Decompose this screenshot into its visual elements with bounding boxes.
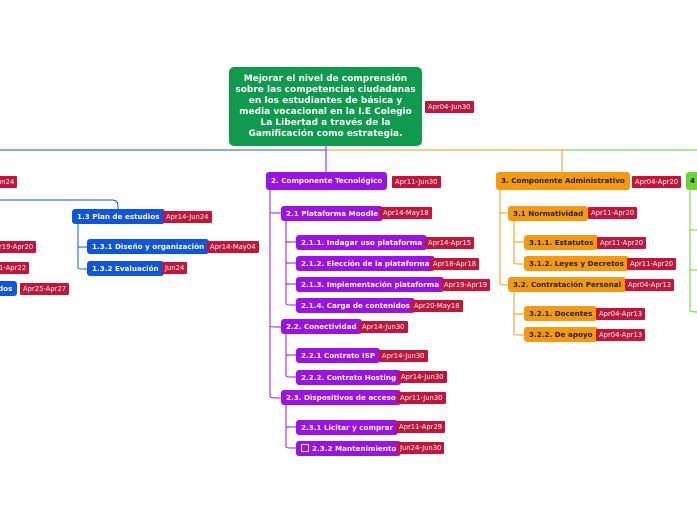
left-date-tag-b: 1-Apr22	[0, 262, 30, 274]
node-evaluacion[interactable]: 1.3.2 Evaluación	[87, 261, 164, 276]
left-date-tag-a: r19-Apr20	[0, 241, 37, 253]
node-plataforma-moodle[interactable]: 2.1 Plataforma Moodle	[281, 206, 384, 221]
date-leyes-decretos: Apr11-Apr20	[627, 258, 677, 270]
date-de-apoyo: Apr04-Apr13	[596, 329, 646, 341]
date-estatutos: Apr11-Apr20	[597, 237, 647, 249]
node-de-apoyo[interactable]: 3.2.2. De apoyo	[524, 327, 598, 342]
node-implementacion-plataforma[interactable]: 2.1.3. Implementación plataforma	[296, 277, 445, 292]
node-docentes[interactable]: 3.2.1. Docentes	[524, 306, 598, 321]
node-contrato-isp[interactable]: 2.2.1 Contrato ISP	[296, 348, 381, 363]
node-diseno-organizacion[interactable]: 1.3.1 Diseño y organización	[87, 239, 210, 254]
date-carga-contenidos: Apr20-May18	[411, 300, 463, 312]
date-normatividad: Apr11-Apr20	[588, 207, 638, 219]
date-evaluacion: Jun24	[162, 262, 188, 274]
date-dispositivos-acceso: Apr11-Jun30	[397, 392, 446, 404]
date-implementacion-plataforma: Apr19-Apr19	[441, 279, 491, 291]
checkbox-icon[interactable]	[301, 444, 309, 452]
node-normatividad[interactable]: 3.1 Normatividad	[508, 206, 589, 221]
left-date-tag-top: Jun24	[0, 176, 18, 188]
date-contrato-isp: Apr14-Jun30	[379, 350, 428, 362]
node-conectividad[interactable]: 2.2. Conectividad	[281, 319, 362, 334]
node-componente-4-partial[interactable]: 4	[686, 172, 697, 190]
node-componente-administrativo[interactable]: 3. Componente Administrativo	[496, 172, 630, 190]
date-contratacion-personal: Apr04-Apr13	[625, 279, 675, 291]
date-plan-estudios: Apr14-Jun24	[163, 211, 212, 223]
root-topic[interactable]: Mejorar el nivel de comprensión sobre la…	[229, 67, 422, 146]
date-mantenimiento: Jun24-Jun30	[397, 442, 445, 454]
left-date-tag-c: Apr25-Apr27	[20, 283, 70, 295]
root-date-tag: Apr04-Jun30	[425, 101, 474, 113]
node-plan-estudios[interactable]: 1.3 Plan de estudios	[72, 209, 165, 224]
node-contrato-hosting[interactable]: 2.2.2. Contrato Hosting	[296, 370, 402, 385]
date-docentes: Apr04-Apr13	[596, 308, 646, 320]
date-componente-tecnologico: Apr11-Jun30	[392, 176, 441, 188]
node-dispositivos-acceso[interactable]: 2.3. Dispositivos de acceso	[281, 390, 401, 405]
date-diseno-organizacion: Apr14-May04	[207, 241, 259, 253]
date-componente-administrativo: Apr04-Apr20	[632, 176, 682, 188]
node-left-partial[interactable]: dos	[0, 281, 18, 296]
node-leyes-decretos[interactable]: 3.1.2. Leyes y Decretos	[524, 256, 629, 271]
node-mantenimiento[interactable]: 2.3.2 Mantenimiento	[296, 441, 402, 456]
date-conectividad: Apr14-Jun30	[359, 321, 408, 333]
node-componente-tecnologico[interactable]: 2. Componente Tecnológico	[266, 172, 388, 190]
date-licitar-comprar: Apr11-Apr29	[396, 421, 446, 433]
node-estatutos[interactable]: 3.1.1. Estatutos	[524, 235, 599, 250]
date-indagar-uso: Apr14-Apr15	[425, 237, 475, 249]
node-indagar-uso[interactable]: 2.1.1. Indagar uso plataforma	[296, 235, 428, 250]
date-eleccion-plataforma: Apr18-Apr18	[430, 258, 480, 270]
node-eleccion-plataforma[interactable]: 2.1.2. Elección de la plataforma	[296, 256, 435, 271]
date-contrato-hosting: Apr14-Jun30	[398, 371, 447, 383]
date-plataforma-moodle: Apr14-May18	[380, 207, 432, 219]
node-contratacion-personal[interactable]: 3.2. Contratación Personal	[508, 277, 627, 292]
node-carga-contenidos[interactable]: 2.1.4. Carga de contenidos	[296, 298, 415, 313]
node-licitar-comprar[interactable]: 2.3.1 Licitar y comprar	[296, 420, 399, 435]
